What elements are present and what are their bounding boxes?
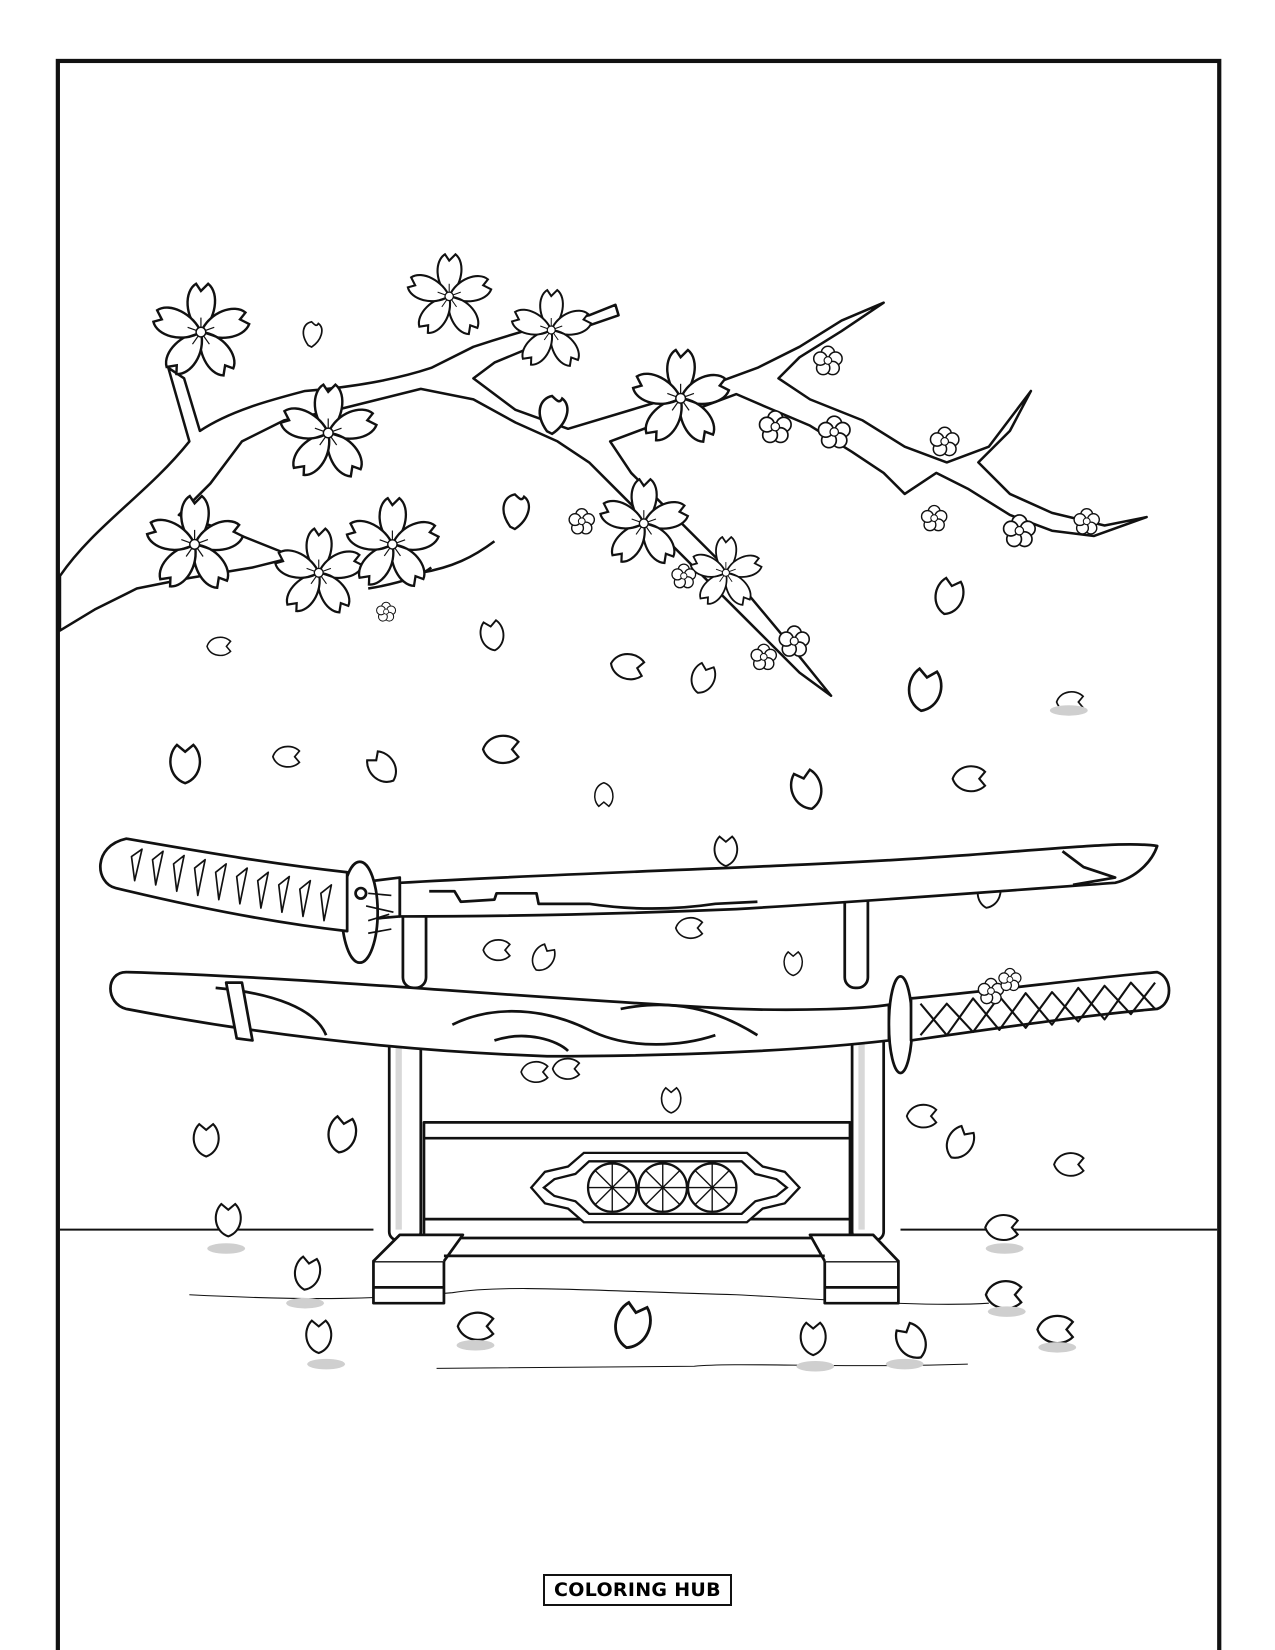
upper-katana xyxy=(99,837,1159,965)
logo-text: COLORING HUB xyxy=(554,1579,721,1601)
lower-katana xyxy=(109,967,1171,1075)
coloring-hub-logo: COLORING HUB xyxy=(543,1574,732,1606)
sword-stand xyxy=(372,886,900,1305)
stand-emblem xyxy=(529,1151,802,1224)
page-frame xyxy=(55,58,1222,1650)
falling-petals xyxy=(169,575,1088,1372)
